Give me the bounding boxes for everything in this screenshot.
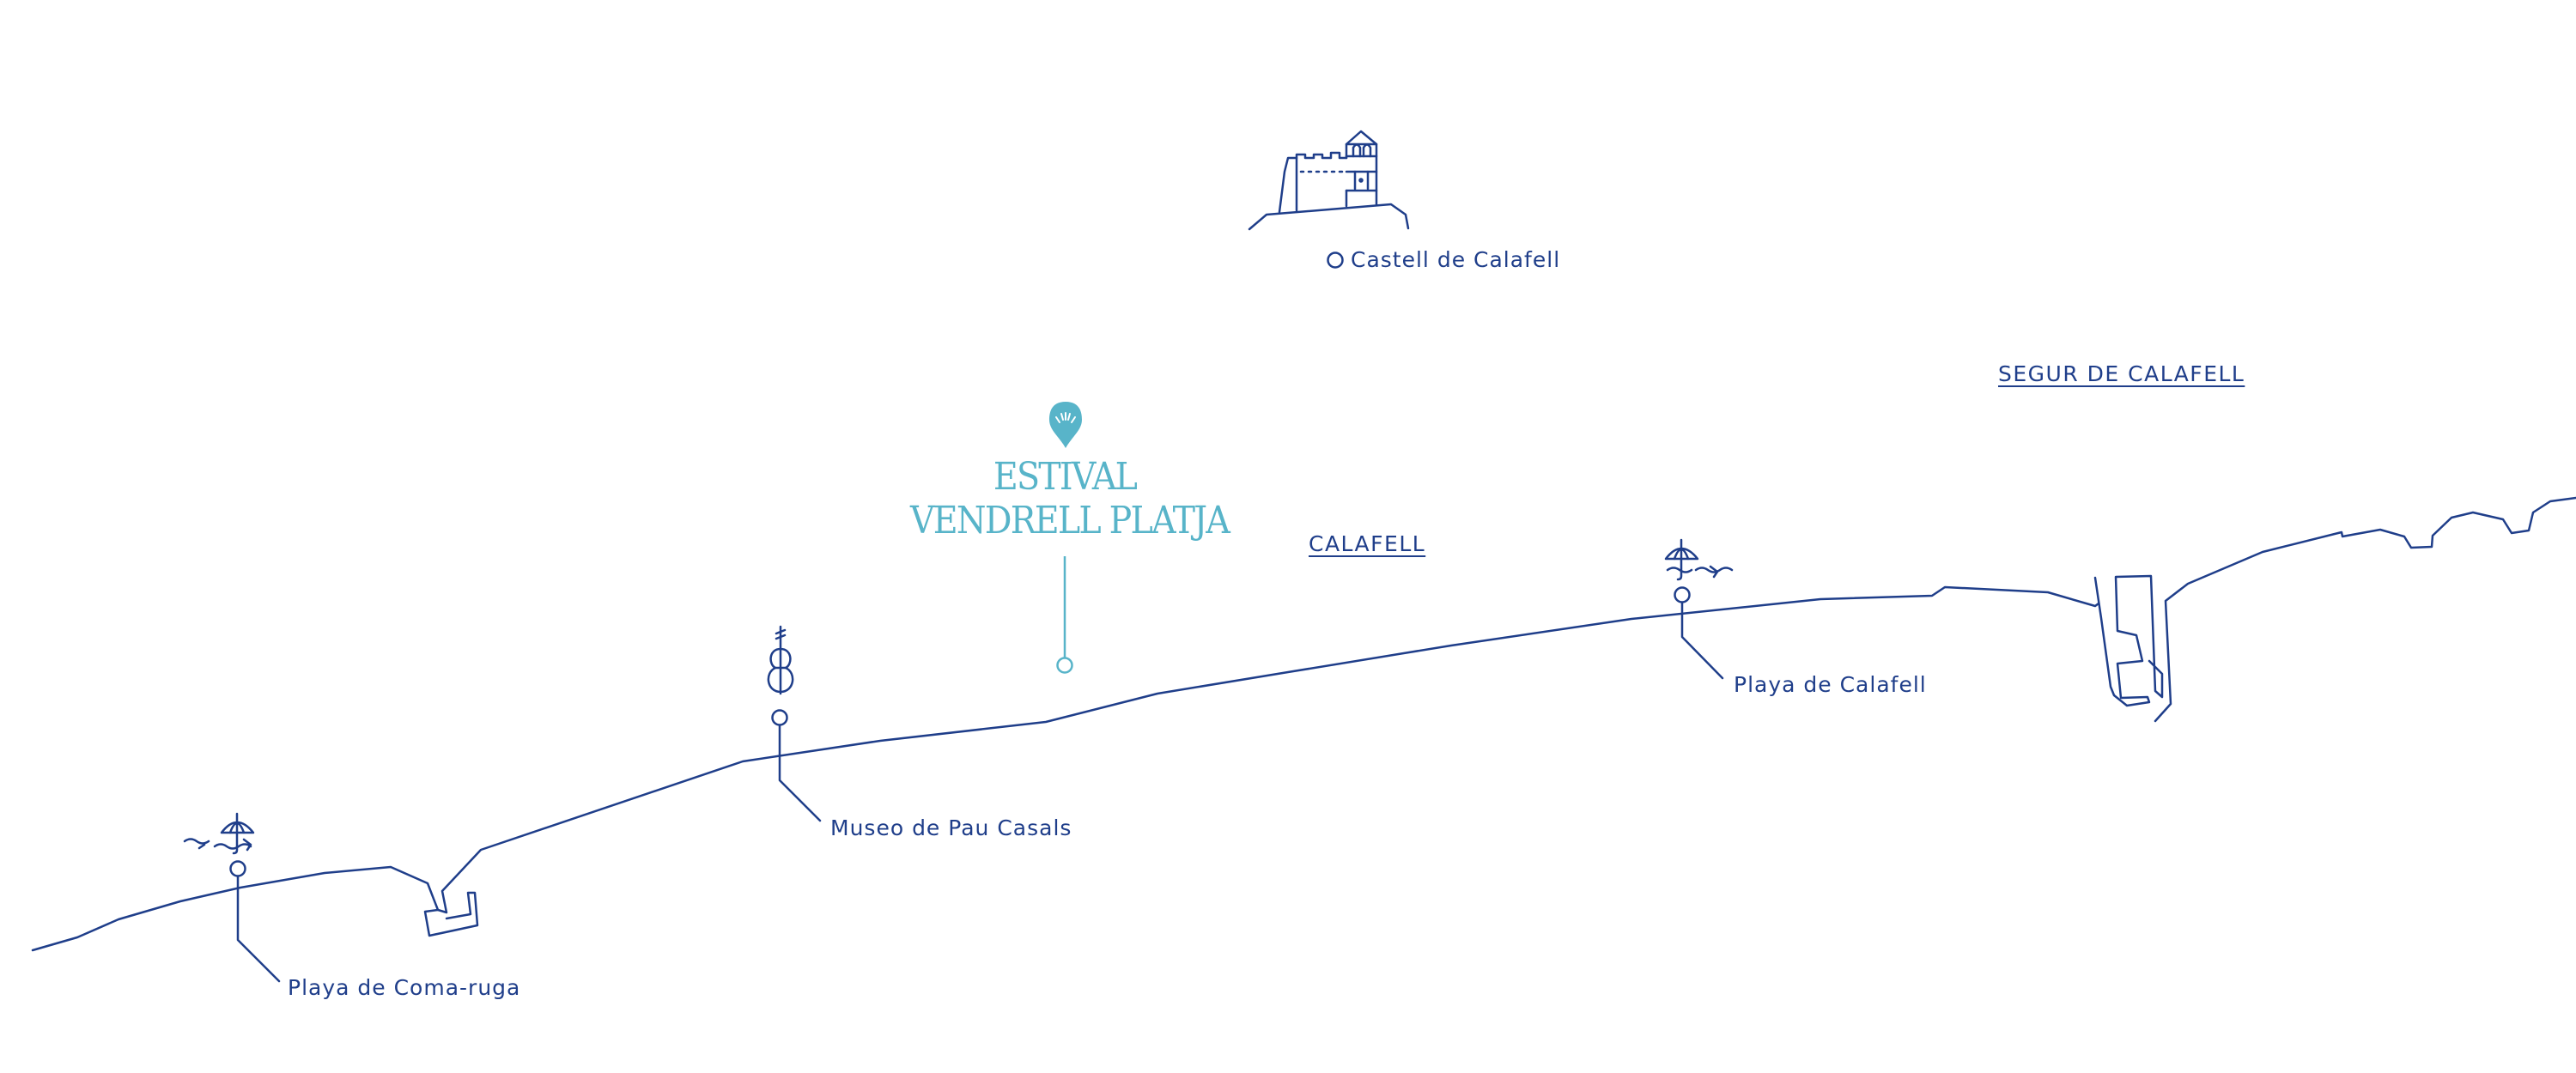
map-pin-icon[interactable]: [1049, 402, 1082, 448]
poi-label-playa-de-calafell[interactable]: Playa de Calafell: [1734, 672, 1927, 697]
castle-marker[interactable]: [1327, 252, 1344, 269]
castle-icon: [1248, 130, 1410, 231]
coastline: [31, 585, 2100, 952]
poi-label-playa-de-coma-ruga[interactable]: Playa de Coma-ruga: [288, 975, 521, 1000]
poi-label-museo-de-pau-casals[interactable]: Museo de Pau Casals: [830, 815, 1072, 840]
segur-harbour: [2093, 574, 2164, 707]
town-label-calafell[interactable]: CALAFELL: [1309, 531, 1426, 556]
beach-umbrella-icon: [183, 812, 255, 855]
beach-umbrella-icon: [1664, 538, 1734, 581]
coma-ruga-marker[interactable]: [229, 860, 246, 877]
calafell-beach-leader-line: [1680, 601, 1724, 680]
featured-location-title[interactable]: ESTIVAL VENDRELL PLATJA: [910, 455, 1230, 543]
featured-title-line-1: ESTIVAL: [993, 455, 1138, 499]
cello-icon: [767, 625, 794, 695]
calafell-beach-marker[interactable]: [1674, 586, 1691, 603]
poi-label-castell-de-calafell[interactable]: Castell de Calafell: [1351, 247, 1561, 272]
breakwater: [2154, 496, 2576, 723]
coma-ruga-harbour: [423, 891, 479, 937]
coma-ruga-leader-line: [236, 875, 281, 983]
festival-marker[interactable]: [1056, 657, 1073, 674]
pau-casals-marker[interactable]: [771, 709, 788, 726]
town-label-segur-de-calafell[interactable]: SEGUR DE CALAFELL: [1998, 361, 2245, 386]
pau-casals-leader-line: [778, 724, 822, 822]
featured-title-line-2: VENDRELL PLATJA: [910, 499, 1230, 543]
